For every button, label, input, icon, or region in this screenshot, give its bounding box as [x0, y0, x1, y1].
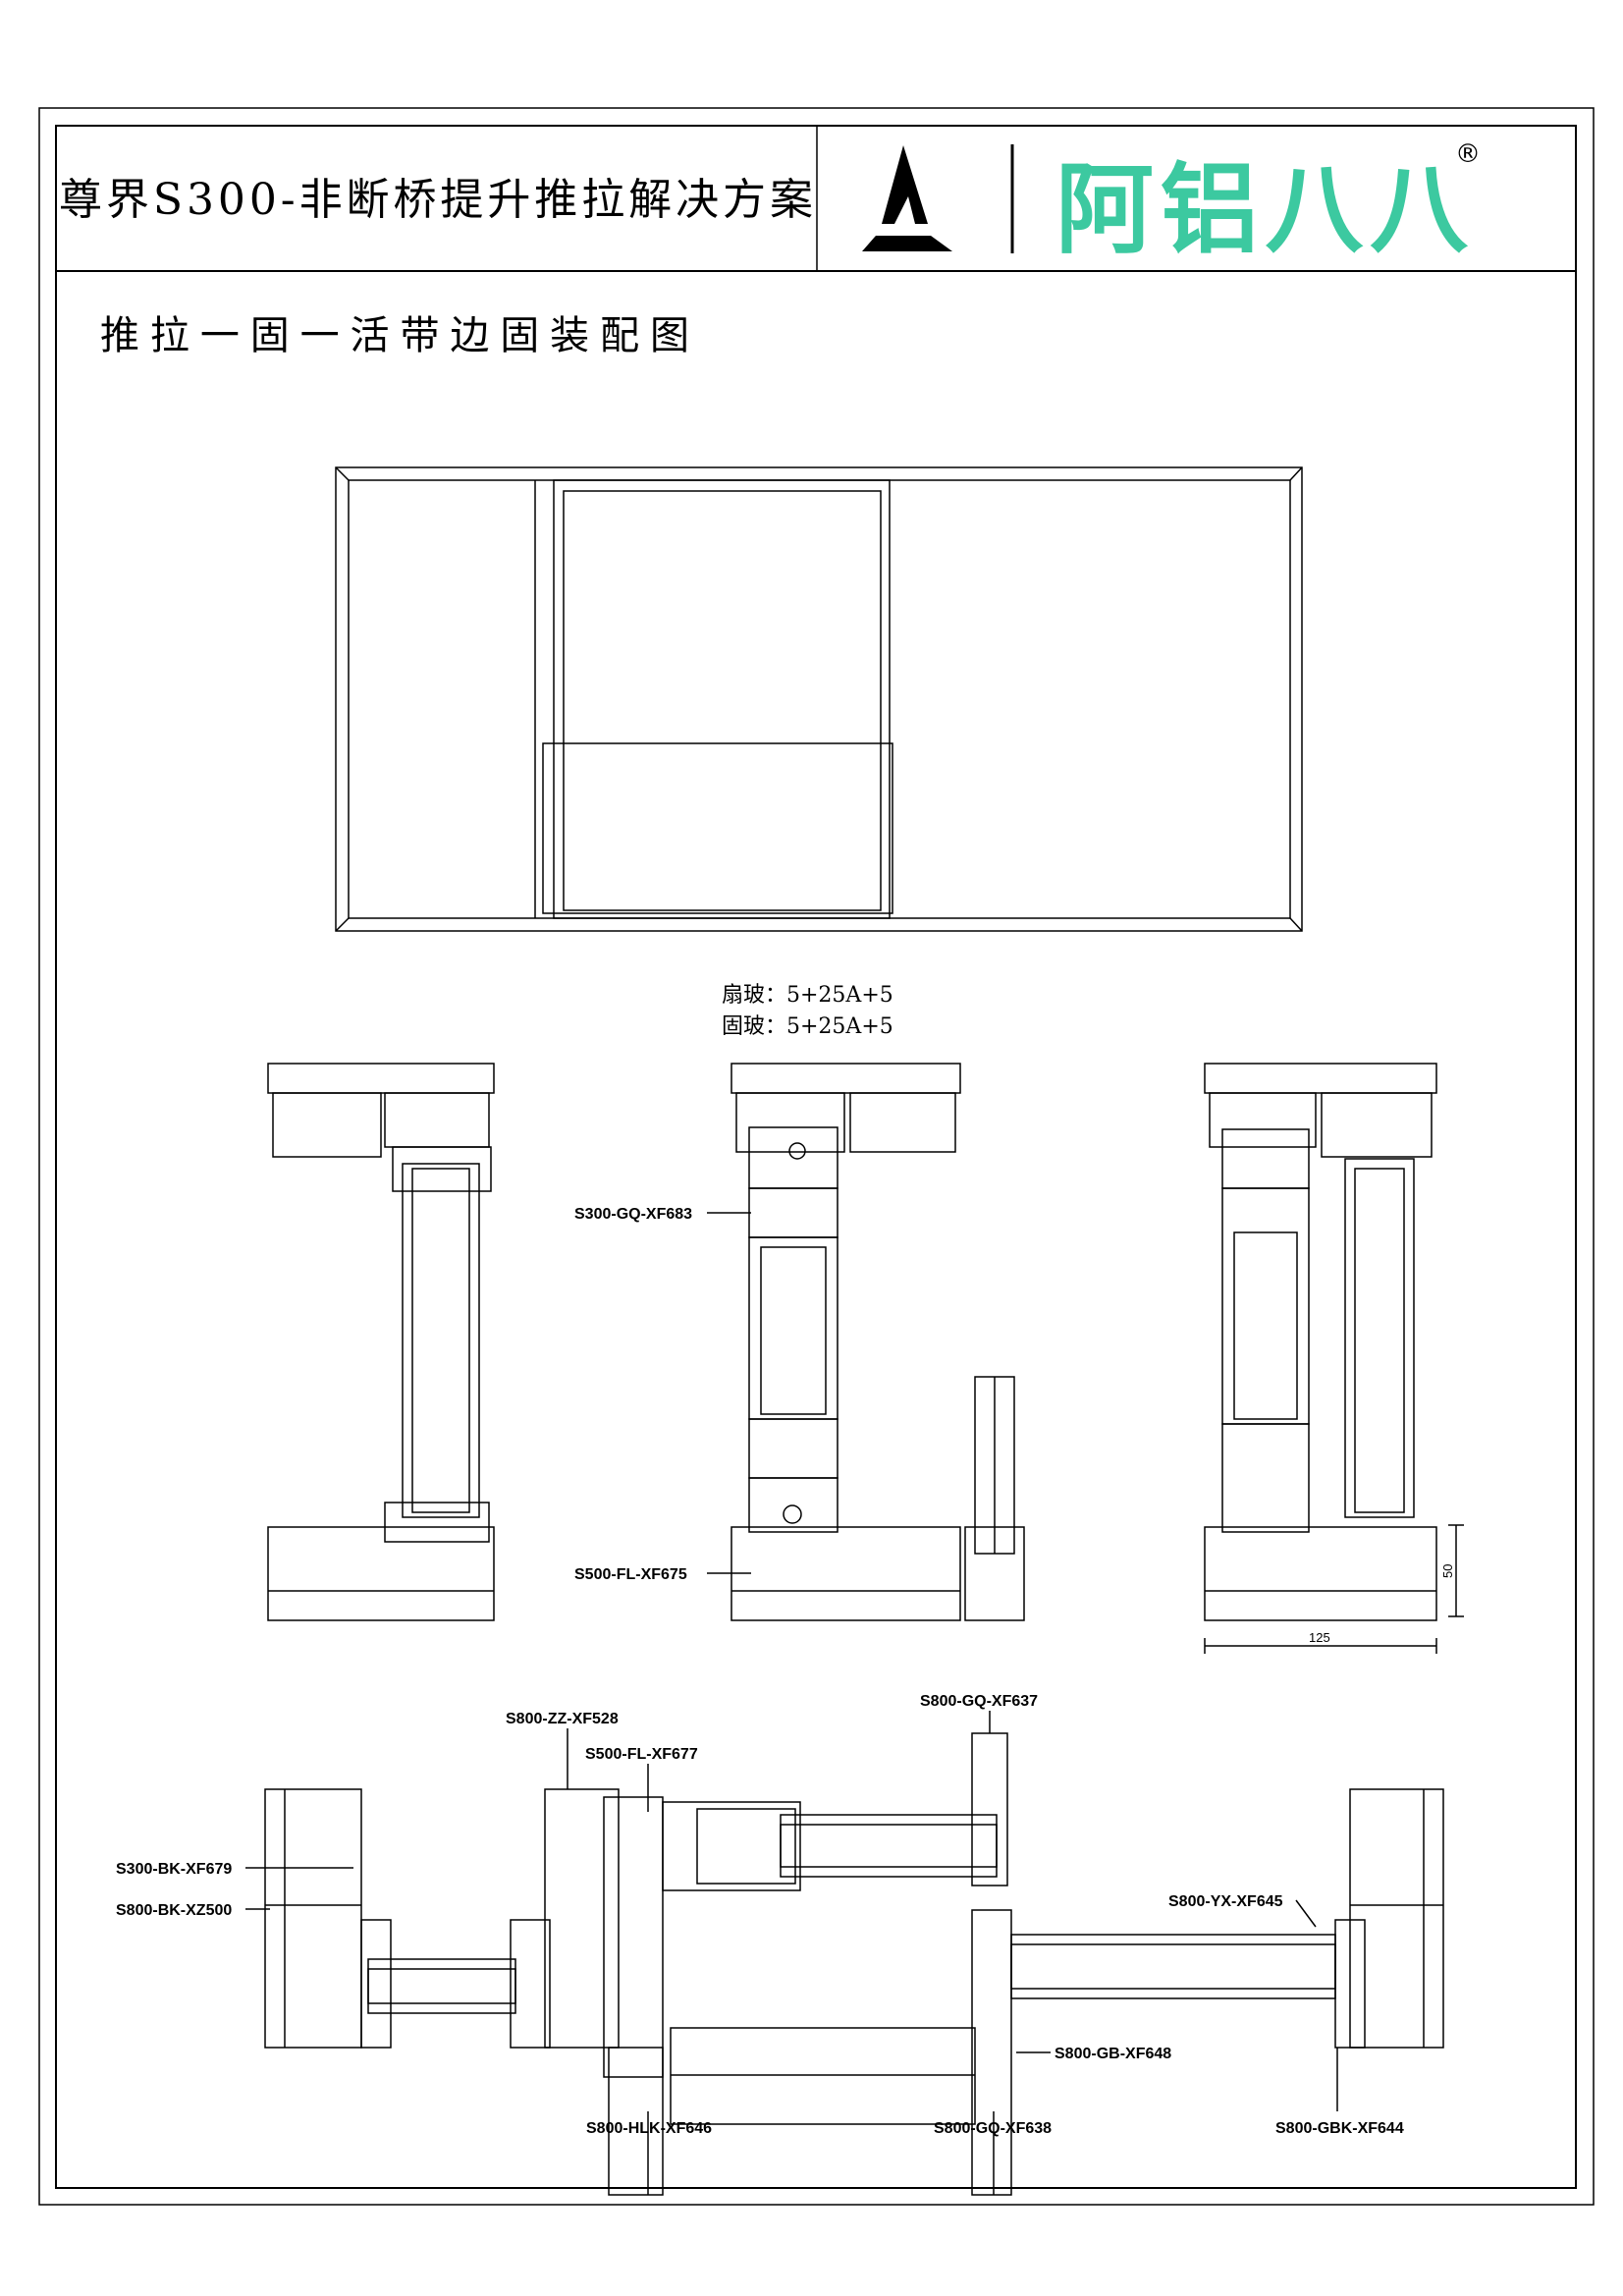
vertical-section-right [1204, 1063, 1437, 1621]
fixed-glass-spec: 固玻：5+25A+5 [722, 1014, 893, 1039]
drawing-title: 推拉一固一活带边固装配图 [100, 313, 689, 358]
label-s800-zz-xf528: S800-ZZ-XF528 [506, 1711, 619, 1727]
horizontal-section-labels: S800-ZZ-XF528 S500-FL-XF677 S800-GQ-XF63… [116, 1693, 1404, 2195]
label-s800-gbk-xf644: S800-GBK-XF644 [1275, 2120, 1404, 2137]
dimension-height: 50 [1440, 1524, 1464, 1617]
sheet-title: 尊界S300-非断桥提升推拉解决方案 [59, 175, 813, 225]
label-s800-gb-xf648: S800-GB-XF648 [1055, 2046, 1171, 2062]
outer-border [38, 107, 1595, 2206]
dimension-height-value: 50 [1440, 1564, 1455, 1578]
label-s300-bk-xf679: S300-BK-XF679 [116, 1861, 232, 1878]
registered-mark: ® [1455, 139, 1481, 169]
label-s800-yx-xf645: S800-YX-XF645 [1168, 1893, 1283, 1910]
logo-text: 阿铝八八 [1055, 152, 1469, 267]
vertical-section-middle [730, 1063, 1025, 1621]
window-elevation [335, 466, 1303, 932]
dimension-width-value: 125 [1309, 1630, 1330, 1645]
label-s800-hlk-xf646: S800-HLK-XF646 [586, 2120, 712, 2137]
label-s500-fl-xf677: S500-FL-XF677 [585, 1746, 698, 1763]
label-s500-fl-xf675: S500-FL-XF675 [574, 1566, 687, 1583]
company-logo: 阿铝八八 ® [862, 139, 1481, 267]
label-s300-gq-xf683: S300-GQ-XF683 [574, 1206, 692, 1223]
label-s800-gq-xf638: S800-GQ-XF638 [934, 2120, 1052, 2137]
logo-base [862, 236, 952, 251]
dimension-width: 125 [1204, 1630, 1437, 1654]
sash-glass-spec: 扇玻：5+25A+5 [722, 983, 893, 1008]
label-s800-bk-xz500: S800-BK-XZ500 [116, 1902, 232, 1919]
horizontal-section [264, 1732, 1444, 2196]
inner-border [55, 125, 1577, 2189]
logo-triangle-top [882, 145, 928, 224]
vertical-section-left [267, 1063, 495, 1621]
label-s800-gq-xf637: S800-GQ-XF637 [920, 1693, 1038, 1710]
